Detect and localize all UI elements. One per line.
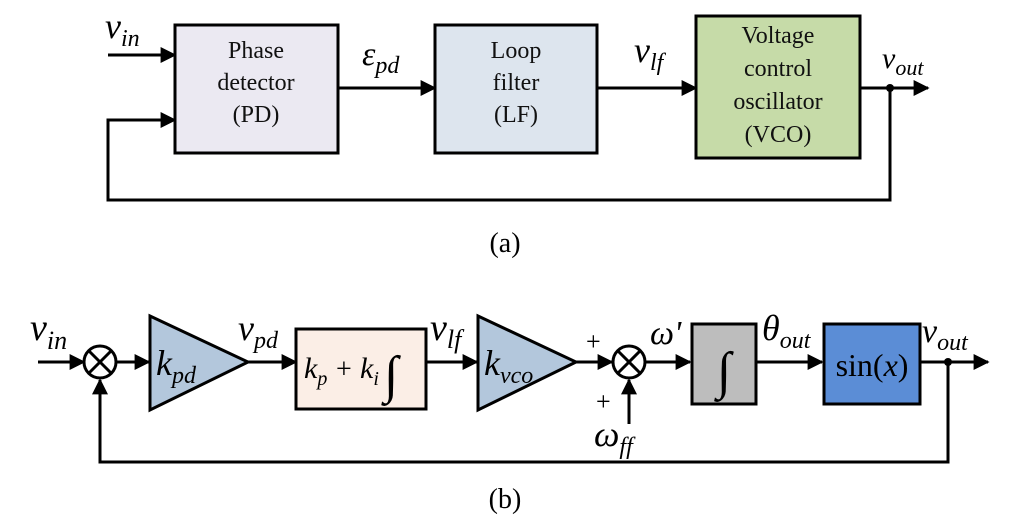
output-junction-a xyxy=(886,84,894,92)
pi-controller-block xyxy=(294,327,428,411)
loop-filter-block xyxy=(433,23,599,155)
panel-b: vin kpd vpd kp + ki ∫ vlf kvco xyxy=(30,307,990,515)
pd-text-line2: detector xyxy=(217,70,294,96)
theta-out-label: θout xyxy=(762,308,812,354)
vco-text-line4: (VCO) xyxy=(745,122,812,148)
panel-a: vin Phase detector (PD) εpd Loop filter … xyxy=(105,6,930,259)
vco-block xyxy=(694,14,862,160)
kvco-gain-triangle xyxy=(476,313,580,413)
summing-junction-1 xyxy=(82,344,118,380)
caption-a: (a) xyxy=(489,228,520,259)
vpd-label: vpd xyxy=(238,308,279,354)
vout-label-a: vout xyxy=(882,42,924,80)
pd-text-line3: (PD) xyxy=(233,102,280,128)
pi-ki-term: ki xyxy=(360,352,379,390)
lf-text-line2: filter xyxy=(493,70,540,96)
kpd-gain-triangle xyxy=(148,313,252,413)
sine-label: sin(x) xyxy=(836,347,909,383)
integrator-sign: ∫ xyxy=(714,343,734,402)
summing-junction-2 xyxy=(611,344,647,380)
pi-kp-term: kp xyxy=(304,352,327,390)
vco-text-line1: Voltage xyxy=(742,23,815,49)
caption-b: (b) xyxy=(489,484,522,515)
vlf-label-a: vlf xyxy=(634,30,667,76)
integrator-block xyxy=(690,322,758,406)
vco-text-line3: oscillator xyxy=(733,89,822,115)
phase-detector-block xyxy=(173,23,340,155)
output-junction-b xyxy=(944,358,952,366)
sine-block xyxy=(822,322,922,406)
omega-prime-label: ω' xyxy=(650,315,682,352)
feedback-path-b xyxy=(92,362,950,464)
pi-integral-sign: ∫ xyxy=(381,347,401,406)
plus-sign-bottom: + xyxy=(596,387,611,416)
plus-sign-top: + xyxy=(586,327,601,356)
kpd-gain-label: kpd xyxy=(156,343,197,389)
vco-text-line2: control xyxy=(744,56,812,82)
lf-text-line3: (LF) xyxy=(494,102,538,128)
epsilon-pd-label: εpd xyxy=(362,36,400,79)
pi-plus-sign: + xyxy=(336,354,352,385)
vlf-label-b: vlf xyxy=(430,307,465,354)
feedback-path-a xyxy=(106,88,892,202)
vin-label-b: vin xyxy=(30,307,67,355)
pd-text-line1: Phase xyxy=(228,38,284,64)
vout-label-b: vout xyxy=(922,313,969,356)
lf-text-line1: Loop xyxy=(491,38,542,64)
vin-label-a: vin xyxy=(105,6,140,52)
omega-ff-label: ωff xyxy=(594,414,636,460)
kvco-gain-label: kvco xyxy=(484,343,533,389)
